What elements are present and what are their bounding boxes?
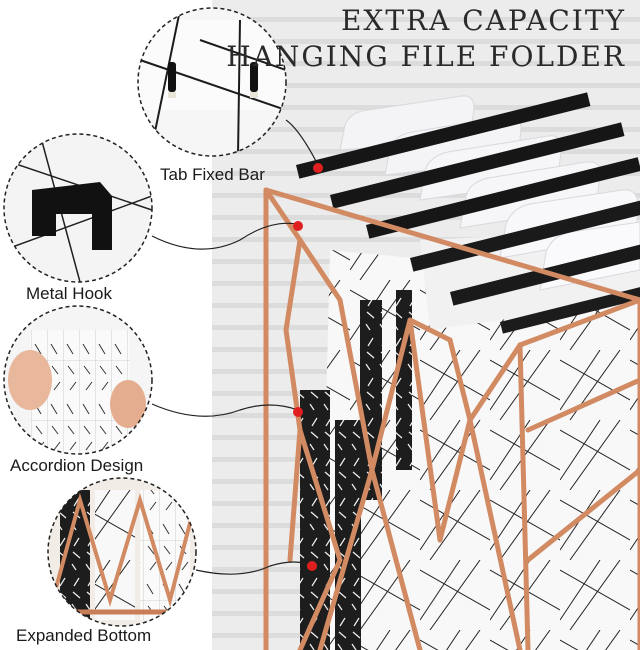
black-divider-folders	[300, 290, 412, 650]
callout-markers	[293, 163, 323, 571]
callout-label-expanded-bottom: Expanded Bottom	[16, 626, 152, 645]
callout-label-tab-fixed-bar: Tab Fixed Bar	[160, 165, 265, 184]
callout-tab-fixed-bar-closeup	[137, 7, 287, 157]
callout-leader-lines	[151, 119, 319, 575]
callout-label-accordion-design: Accordion Design	[10, 456, 144, 475]
headline-line-2: HANGING FILE FOLDER	[226, 40, 626, 73]
callout-metal-hook-closeup	[3, 133, 153, 283]
callout-label-metal-hook: Metal Hook	[26, 284, 112, 303]
rose-gold-wire-frame	[263, 187, 640, 650]
headline-line-1: EXTRA CAPACITY	[340, 4, 626, 37]
callout-accordion-closeup	[3, 305, 153, 455]
callout-expanded-bottom-closeup	[47, 477, 197, 627]
